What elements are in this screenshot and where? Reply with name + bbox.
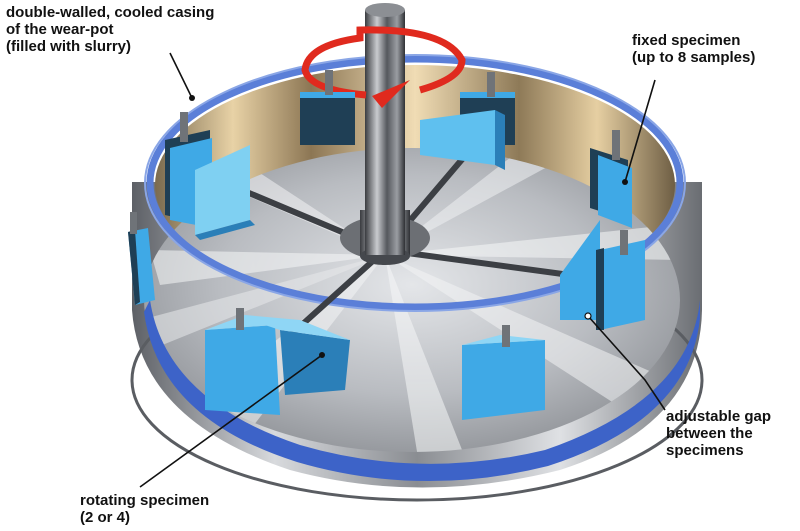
fixed-specimen-right xyxy=(590,130,632,228)
label-casing-line3: (filled with slurry) xyxy=(6,38,132,55)
label-gap-line3: specimens xyxy=(666,442,744,459)
shaft xyxy=(365,10,405,255)
label-rotating-line2: (2 or 4) xyxy=(80,509,131,526)
specimen-pair-right xyxy=(560,220,645,330)
rotating-specimen-back xyxy=(420,110,505,170)
rotation-arrow-icon xyxy=(301,26,466,108)
casing-top-rim xyxy=(146,55,684,311)
label-fixed-specimen: fixed specimen (up to 8 samples) xyxy=(632,32,755,66)
label-rotating-line1: rotating specimen xyxy=(80,492,210,509)
fixed-specimen-front-right xyxy=(462,325,545,420)
label-rotating-specimen: rotating specimen (2 or 4) xyxy=(80,492,209,526)
rotating-specimen-front xyxy=(250,320,350,395)
label-casing: double-walled, cooled casing of the wear… xyxy=(6,4,214,55)
label-fixed-line2: (up to 8 samples) xyxy=(632,49,756,66)
label-gap-line1: adjustable gap xyxy=(666,408,772,425)
label-adjustable-gap: adjustable gap between the specimens xyxy=(666,408,771,459)
label-fixed-line1: fixed specimen xyxy=(632,32,741,49)
fixed-specimen-far-left xyxy=(128,212,155,305)
label-gap-line2: between the xyxy=(666,425,753,442)
label-casing-line1: double-walled, cooled casing xyxy=(6,4,215,21)
fixed-specimen-back-left xyxy=(300,70,355,145)
label-casing-line2: of the wear-pot xyxy=(6,21,114,38)
fixed-specimen-front-left xyxy=(205,308,300,415)
annotation-lines xyxy=(139,52,666,488)
rotating-specimen-left xyxy=(195,145,255,240)
